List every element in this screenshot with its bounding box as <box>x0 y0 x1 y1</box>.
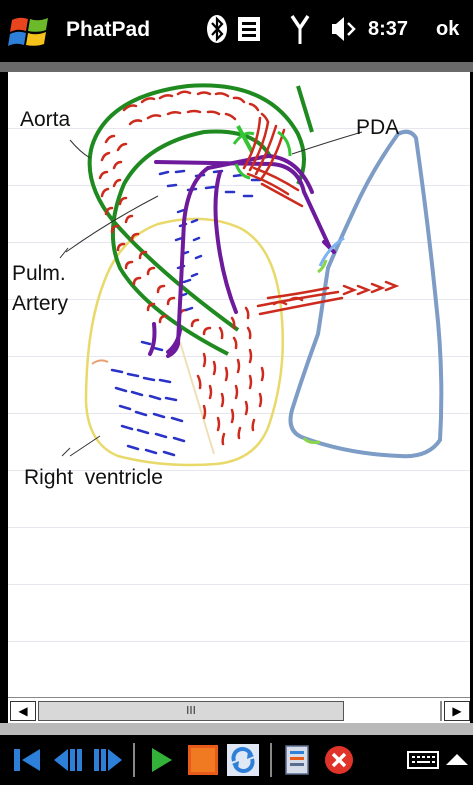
keyboard-icon[interactable] <box>406 743 440 777</box>
note-canvas[interactable]: Aorta PDA Pulm. Artery Right ventricle <box>8 72 470 697</box>
windows-start-icon[interactable] <box>8 10 52 54</box>
label-aorta: Aorta <box>20 108 70 132</box>
skip-first-icon[interactable] <box>10 743 44 777</box>
signal-icon <box>290 14 310 46</box>
toolbar-separator <box>0 723 473 735</box>
scroll-track-end <box>344 701 440 721</box>
purple-vessels <box>150 156 334 356</box>
horizontal-scrollbar[interactable]: ◀ III ▶ <box>8 697 470 724</box>
lung-outline <box>291 132 442 456</box>
scroll-track[interactable]: III <box>38 701 442 721</box>
toolbar-divider <box>133 743 135 777</box>
play-icon[interactable] <box>144 743 178 777</box>
document-icon[interactable] <box>280 743 314 777</box>
label-pulm-line2: Artery <box>12 292 68 316</box>
ok-button[interactable]: ok <box>436 18 459 41</box>
label-pulm-line1: Pulm. <box>12 262 66 286</box>
title-separator <box>0 62 473 72</box>
thumb-grip: III <box>186 704 196 717</box>
scroll-left-button[interactable]: ◀ <box>10 701 36 721</box>
menu-up-icon[interactable] <box>440 743 473 777</box>
label-right-ventricle: Right ventricle <box>24 466 163 490</box>
bluetooth-icon <box>206 14 228 44</box>
label-pda: PDA <box>356 116 399 140</box>
stop-icon[interactable] <box>186 743 220 777</box>
left-arrow-icon: ◀ <box>18 704 27 718</box>
left-gutter <box>0 72 8 697</box>
refresh-icon[interactable] <box>226 743 260 777</box>
right-arrow-icon: ▶ <box>452 704 461 718</box>
scroll-thumb[interactable]: III <box>38 701 344 721</box>
volume-icon <box>330 14 358 44</box>
skip-back-icon[interactable] <box>50 743 84 777</box>
toolbar-divider <box>270 743 272 777</box>
notes-icon <box>236 14 262 44</box>
bottom-toolbar <box>0 735 473 785</box>
aorta-outer-green <box>90 85 304 330</box>
title-bar: PhatPad 8:37 ok <box>0 0 473 62</box>
clock[interactable]: 8:37 <box>368 18 408 41</box>
app-title[interactable]: PhatPad <box>66 18 150 42</box>
scroll-right-button[interactable]: ▶ <box>444 701 470 721</box>
skip-forward-icon[interactable] <box>92 743 126 777</box>
ink-drawing[interactable] <box>8 72 470 697</box>
close-icon[interactable] <box>322 743 356 777</box>
